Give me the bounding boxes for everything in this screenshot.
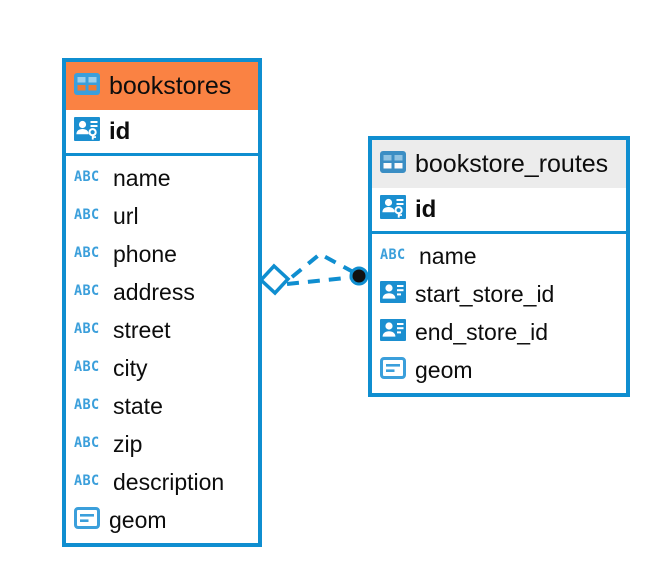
geometry-type-icon [74,506,100,534]
geometry-type-icon [380,356,406,384]
field-row-id[interactable]: id [66,110,258,156]
field-label: geom [415,356,473,383]
entity-bookstore-routes[interactable]: bookstore_routes id ABC name [368,136,630,397]
field-label: city [113,354,148,381]
diamond-endpoint [258,263,291,296]
entity-bookstores[interactable]: bookstores id ABC name [62,58,262,547]
field-row-name[interactable]: ABC name [372,237,626,275]
field-row-geom[interactable]: geom [66,501,258,539]
field-label: end_store_id [415,318,548,345]
text-type-icon: ABC [74,206,100,224]
field-label: id [109,117,131,145]
field-row-end-store-id[interactable]: end_store_id [372,313,626,351]
field-label: start_store_id [415,280,555,307]
field-list-bookstores: ABC name ABC url ABC phone ABC address A… [66,156,258,543]
field-row-description[interactable]: ABC description [66,463,258,501]
text-type-icon: ABC [380,246,406,264]
field-list-bookstore-routes: ABC name start_store_id [372,234,626,393]
entity-title: bookstore_routes [415,149,609,178]
text-type-icon: ABC [74,168,100,186]
field-label: zip [113,430,143,457]
primary-key-icon [380,195,406,224]
entity-title: bookstores [109,71,232,100]
foreign-key-icon [380,280,406,308]
text-type-icon: ABC [74,434,100,452]
text-type-icon: ABC [74,282,100,300]
table-icon [380,150,406,178]
field-label: name [419,242,477,269]
text-type-icon: ABC [74,472,100,490]
field-label: phone [113,240,177,267]
field-label: state [113,392,163,419]
field-row-city[interactable]: ABC city [66,349,258,387]
entity-header-bookstores[interactable]: bookstores [66,62,258,110]
entity-header-bookstore-routes[interactable]: bookstore_routes [372,140,626,188]
field-row-address[interactable]: ABC address [66,273,258,311]
field-label: address [113,278,195,305]
field-label: url [113,202,139,229]
field-label: street [113,316,171,343]
primary-key-icon [74,117,100,146]
field-row-zip[interactable]: ABC zip [66,425,258,463]
field-row-start-store-id[interactable]: start_store_id [372,275,626,313]
relationship-line-branches [290,251,356,279]
field-row-street[interactable]: ABC street [66,311,258,349]
field-row-geom[interactable]: geom [372,351,626,389]
field-row-id[interactable]: id [372,188,626,234]
field-row-url[interactable]: ABC url [66,197,258,235]
text-type-icon: ABC [74,320,100,338]
field-row-name[interactable]: ABC name [66,159,258,197]
text-type-icon: ABC [74,244,100,262]
text-type-icon: ABC [74,358,100,376]
field-label: name [113,164,171,191]
field-row-phone[interactable]: ABC phone [66,235,258,273]
field-row-state[interactable]: ABC state [66,387,258,425]
relationship-line-middle [286,275,356,286]
field-label: description [113,468,225,495]
table-icon [74,72,100,100]
foreign-key-icon [380,318,406,346]
field-label: id [415,195,437,223]
field-label: geom [109,506,167,533]
text-type-icon: ABC [74,396,100,414]
filled-circle-endpoint [349,266,369,286]
